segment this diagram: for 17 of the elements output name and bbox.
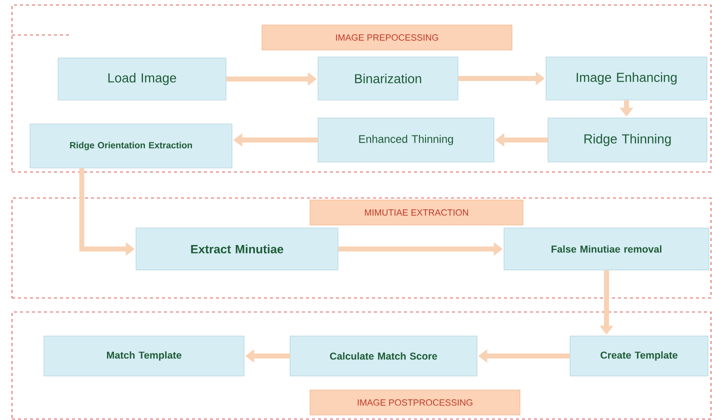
process-box: Match Template	[44, 336, 244, 376]
section-frame	[12, 198, 712, 298]
process-box: Load Image	[58, 58, 226, 100]
section-frame	[12, 312, 712, 420]
process-box: Ridge Thinning	[548, 118, 708, 162]
process-box: Create Template	[570, 336, 708, 376]
process-box: Enhanced Thinning	[318, 118, 494, 162]
section-header: IMAGE POSTPROCESSING	[310, 390, 520, 416]
process-box: Binarization	[318, 56, 458, 100]
process-box: Extract Minutiae	[136, 228, 338, 270]
process-box: Image Enhancing	[546, 56, 708, 100]
process-box: False Minutiae removal	[504, 228, 710, 270]
section-header: MIMUTIAE EXTRACTION	[310, 200, 524, 226]
process-box: Calculate Match Score	[290, 336, 478, 376]
section-header: IMAGE PREPOCESSING	[262, 24, 512, 50]
process-box: Ridge Orientation Extraction	[30, 124, 232, 168]
section-frame	[12, 4, 712, 172]
